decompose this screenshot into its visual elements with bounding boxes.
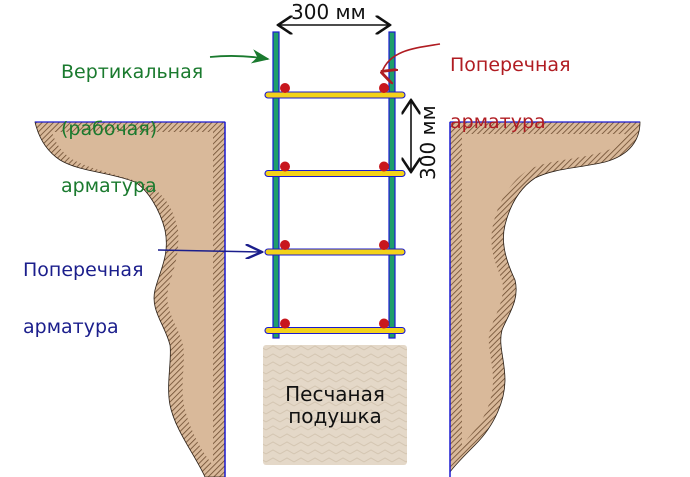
vertical-rebar-label-line: арматура [61, 175, 157, 197]
vertical-rebar-right [388, 31, 396, 339]
transverse-rebar [264, 248, 406, 256]
sand-cushion-label: Песчаная подушка [263, 383, 407, 427]
vertical-rebar-label-line: (рабочая) [61, 118, 158, 140]
transverse-rebar [264, 91, 406, 99]
vertical-rebar-pointer-arrow [209, 49, 270, 64]
rebar-joint-node [379, 240, 389, 250]
width-dimension-label: 300 мм [291, 0, 366, 24]
transverse-rebar-label-line: Поперечная [450, 54, 571, 76]
rebar-joint-node [379, 83, 389, 93]
transverse-rebar-label-line: Поперечная [23, 259, 144, 281]
rebar-joint-node [280, 83, 290, 93]
transverse-rebar-label-line: арматура [450, 111, 546, 133]
vertical-rebar-label-line: Вертикальная [61, 61, 204, 83]
transverse-rebar-label-left: Поперечная арматура [23, 223, 144, 356]
spacing-dimension-label: 300 мм [416, 105, 440, 180]
transverse-rebar-label-line: арматура [23, 316, 119, 338]
rebar-joint-node [379, 318, 389, 329]
soil-right [449, 121, 641, 477]
sand-cushion-label-line: Песчаная [285, 382, 385, 406]
transverse-rebar-label-top: Поперечная арматура [450, 18, 571, 151]
vertical-rebar-label: Вертикальная (рабочая) арматура [61, 25, 203, 215]
sand-cushion-label-line: подушка [288, 404, 382, 428]
sand-cushion [263, 345, 407, 465]
transverse-rebar [264, 326, 406, 335]
rebar-joint-node [280, 240, 290, 250]
transverse-rebar-pointer-arrow-left [157, 250, 262, 252]
vertical-rebar-left [272, 31, 280, 339]
rebar-joint-node [280, 318, 290, 329]
transverse-rebar-pointer-arrow-top [382, 43, 441, 72]
rebar-joint-node [379, 161, 389, 172]
soil-left [34, 121, 226, 477]
rebar-joint-node [280, 161, 290, 172]
